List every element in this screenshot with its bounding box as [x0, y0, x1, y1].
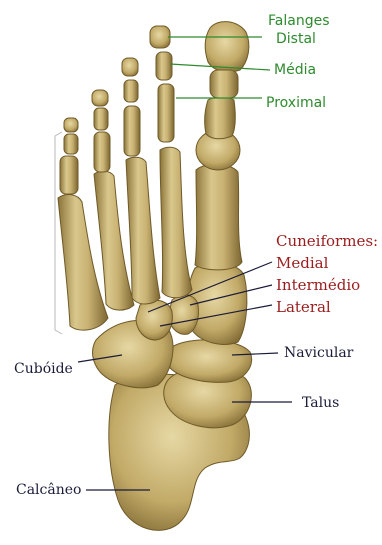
metatarsal-3 — [126, 157, 160, 304]
label-falanges: Falanges — [268, 14, 329, 28]
label-navicular: Navicular — [284, 346, 353, 360]
label-intermedio: Intermédio — [276, 278, 360, 293]
toe4-distal-bone — [92, 90, 108, 106]
hallux-proximal-shaft — [205, 97, 236, 139]
toe4-middle-bone — [94, 108, 108, 130]
label-distal: Distal — [276, 32, 316, 46]
toe5-distal-bone — [64, 118, 78, 132]
toe5-proximal-bone — [60, 156, 78, 194]
label-talus: Talus — [302, 396, 339, 410]
toe4-proximal-bone — [94, 132, 110, 172]
navicular-bone — [170, 340, 252, 383]
hallux-middle-bone — [210, 70, 238, 98]
toe3-proximal-bone — [124, 106, 140, 156]
toe3-distal-bone — [122, 58, 138, 76]
metatarsal-1 — [195, 164, 242, 270]
label-calcaneo: Calcâneo — [16, 483, 81, 497]
label-proximal: Proximal — [266, 96, 326, 110]
lateral-cuneiform-bone — [136, 300, 172, 340]
label-cuboide: Cubóide — [14, 362, 73, 376]
label-lateral: Lateral — [276, 300, 331, 315]
label-media: Média — [274, 63, 316, 77]
toe2-proximal-bone — [158, 84, 174, 142]
toe5-middle-bone — [64, 134, 78, 154]
label-cuneiformes: Cuneiformes: — [276, 234, 378, 249]
metatarsal-2 — [160, 147, 192, 298]
toe3-middle-bone — [124, 80, 138, 102]
label-medial: Medial — [276, 256, 328, 271]
toe2-distal-bone — [150, 26, 170, 48]
hallux-distal-bone — [205, 22, 249, 72]
toe2-middle-bone — [156, 52, 172, 80]
